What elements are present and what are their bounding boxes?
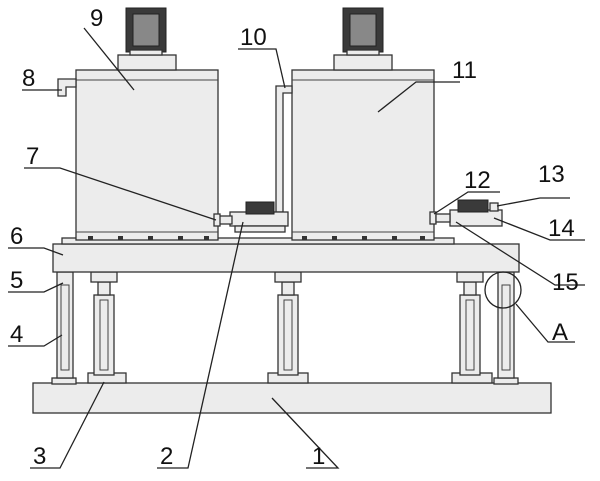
label-14: 14 [548, 215, 575, 242]
leader-lines [8, 27, 585, 469]
label-13: 13 [538, 161, 565, 188]
label-8: 8 [22, 65, 35, 92]
label-15: 15 [552, 269, 579, 296]
base-plate [32, 382, 552, 414]
label-5: 5 [10, 267, 23, 294]
label-1: 1 [312, 443, 325, 470]
support-columns [90, 271, 484, 376]
detail-circle-a [484, 271, 522, 309]
label-12: 12 [464, 167, 491, 194]
label-6: 6 [10, 223, 23, 250]
right-tank [291, 69, 435, 241]
inlet-pipe [57, 78, 77, 97]
left-tank [75, 69, 219, 241]
right-motor-mount [333, 54, 393, 71]
platform [52, 243, 520, 273]
label-4: 4 [10, 321, 23, 348]
label-a: A [552, 319, 568, 346]
label-10: 10 [240, 24, 267, 51]
label-3: 3 [33, 443, 46, 470]
right-pump [435, 199, 503, 227]
label-9: 9 [90, 5, 103, 32]
tank-base-bolts [88, 236, 425, 240]
label-7: 7 [26, 143, 39, 170]
center-pump [217, 201, 289, 233]
label-11: 11 [452, 57, 477, 84]
label-2: 2 [160, 443, 173, 470]
left-motor-mount [117, 54, 177, 71]
transfer-pipe [275, 85, 293, 213]
side-guide-posts [56, 271, 515, 379]
platform-top-plate [61, 237, 455, 245]
